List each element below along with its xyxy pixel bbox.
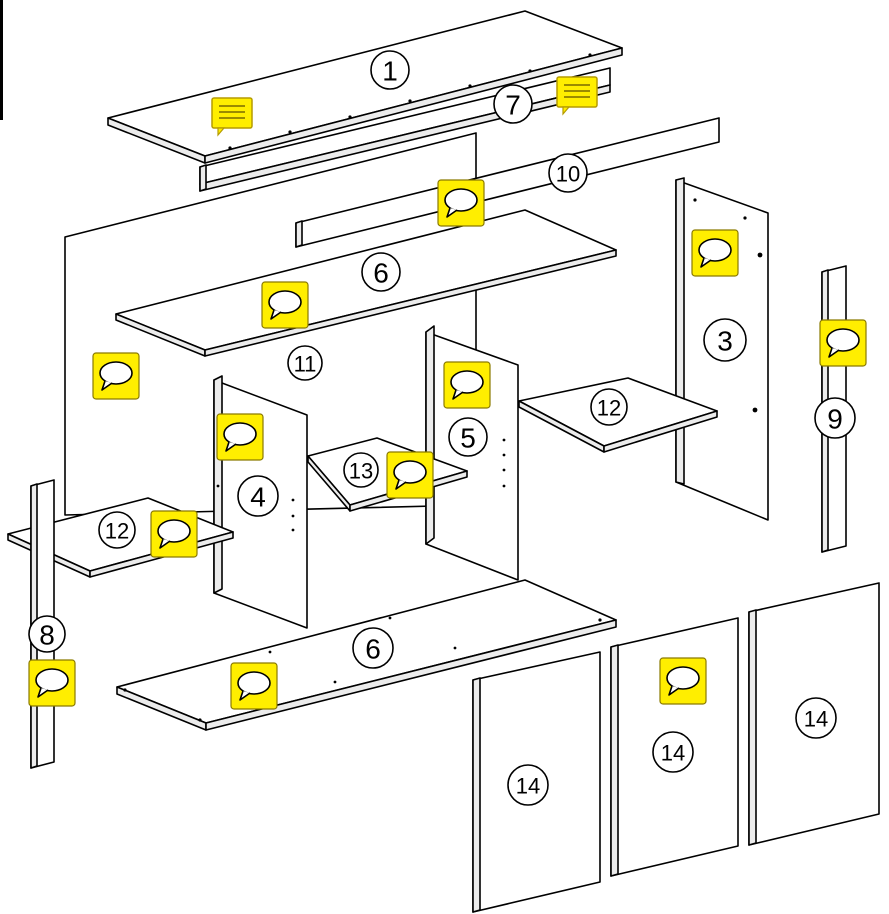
callout-part-9: 9 bbox=[814, 397, 856, 439]
callout-number: 14 bbox=[804, 707, 828, 732]
note-icon[interactable] bbox=[556, 76, 598, 116]
callout-number: 5 bbox=[460, 423, 476, 454]
callout-part-5: 5 bbox=[448, 417, 488, 457]
speech-bubble-icon[interactable] bbox=[261, 281, 309, 329]
callout-part-4: 4 bbox=[237, 475, 279, 517]
callout-part-14-b: 14 bbox=[652, 731, 694, 773]
callout-number: 13 bbox=[349, 459, 373, 484]
callout-number: 4 bbox=[250, 482, 266, 513]
callout-number: 7 bbox=[505, 90, 521, 121]
speech-bubble-icon[interactable] bbox=[28, 659, 76, 707]
callout-number: 6 bbox=[373, 258, 389, 289]
speech-bubble-icons bbox=[28, 179, 867, 710]
callout-part-14-c: 14 bbox=[795, 697, 837, 739]
speech-bubble-icon[interactable] bbox=[437, 179, 485, 227]
callout-number: 3 bbox=[717, 326, 733, 357]
part-number-callouts: 1 7 10 6 11 3 9 5 12 4 13 12 8 6 14 14 14 bbox=[28, 50, 856, 806]
callout-number: 1 bbox=[382, 56, 398, 87]
callout-part-6-upper: 6 bbox=[361, 252, 401, 292]
callout-part-13: 13 bbox=[343, 452, 379, 488]
speech-bubble-icon[interactable] bbox=[216, 413, 264, 461]
speech-bubble-icon[interactable] bbox=[443, 361, 491, 409]
callout-number: 9 bbox=[827, 404, 843, 435]
callout-number: 12 bbox=[105, 519, 129, 544]
callout-part-12-right: 12 bbox=[590, 388, 628, 426]
callout-number: 8 bbox=[39, 620, 55, 651]
callout-number: 14 bbox=[661, 741, 685, 766]
callout-part-14-a: 14 bbox=[507, 764, 549, 806]
speech-bubble-icon[interactable] bbox=[819, 319, 867, 367]
callout-number: 11 bbox=[294, 352, 317, 377]
part-10-rail bbox=[295, 117, 720, 248]
callout-part-3: 3 bbox=[703, 318, 747, 362]
callout-number: 12 bbox=[597, 396, 621, 421]
window-edge bbox=[0, 0, 3, 120]
speech-bubble-icon[interactable] bbox=[659, 657, 707, 705]
callout-number: 10 bbox=[556, 162, 580, 187]
callout-number: 14 bbox=[516, 774, 540, 799]
callout-part-8: 8 bbox=[28, 615, 66, 653]
callout-part-7: 7 bbox=[493, 84, 533, 124]
speech-bubble-icon[interactable] bbox=[230, 662, 278, 710]
speech-bubble-icon[interactable] bbox=[92, 352, 140, 400]
speech-bubble-icon[interactable] bbox=[150, 510, 198, 558]
speech-bubble-icon[interactable] bbox=[386, 451, 434, 499]
callout-part-11: 11 bbox=[287, 345, 323, 381]
callout-part-12-left: 12 bbox=[98, 511, 136, 549]
callout-number: 6 bbox=[365, 634, 381, 665]
callout-part-6-lower: 6 bbox=[352, 627, 394, 669]
speech-bubble-icon[interactable] bbox=[691, 229, 739, 277]
note-icon[interactable] bbox=[211, 97, 253, 137]
callout-part-10: 10 bbox=[548, 153, 588, 193]
callout-part-1: 1 bbox=[370, 50, 410, 90]
